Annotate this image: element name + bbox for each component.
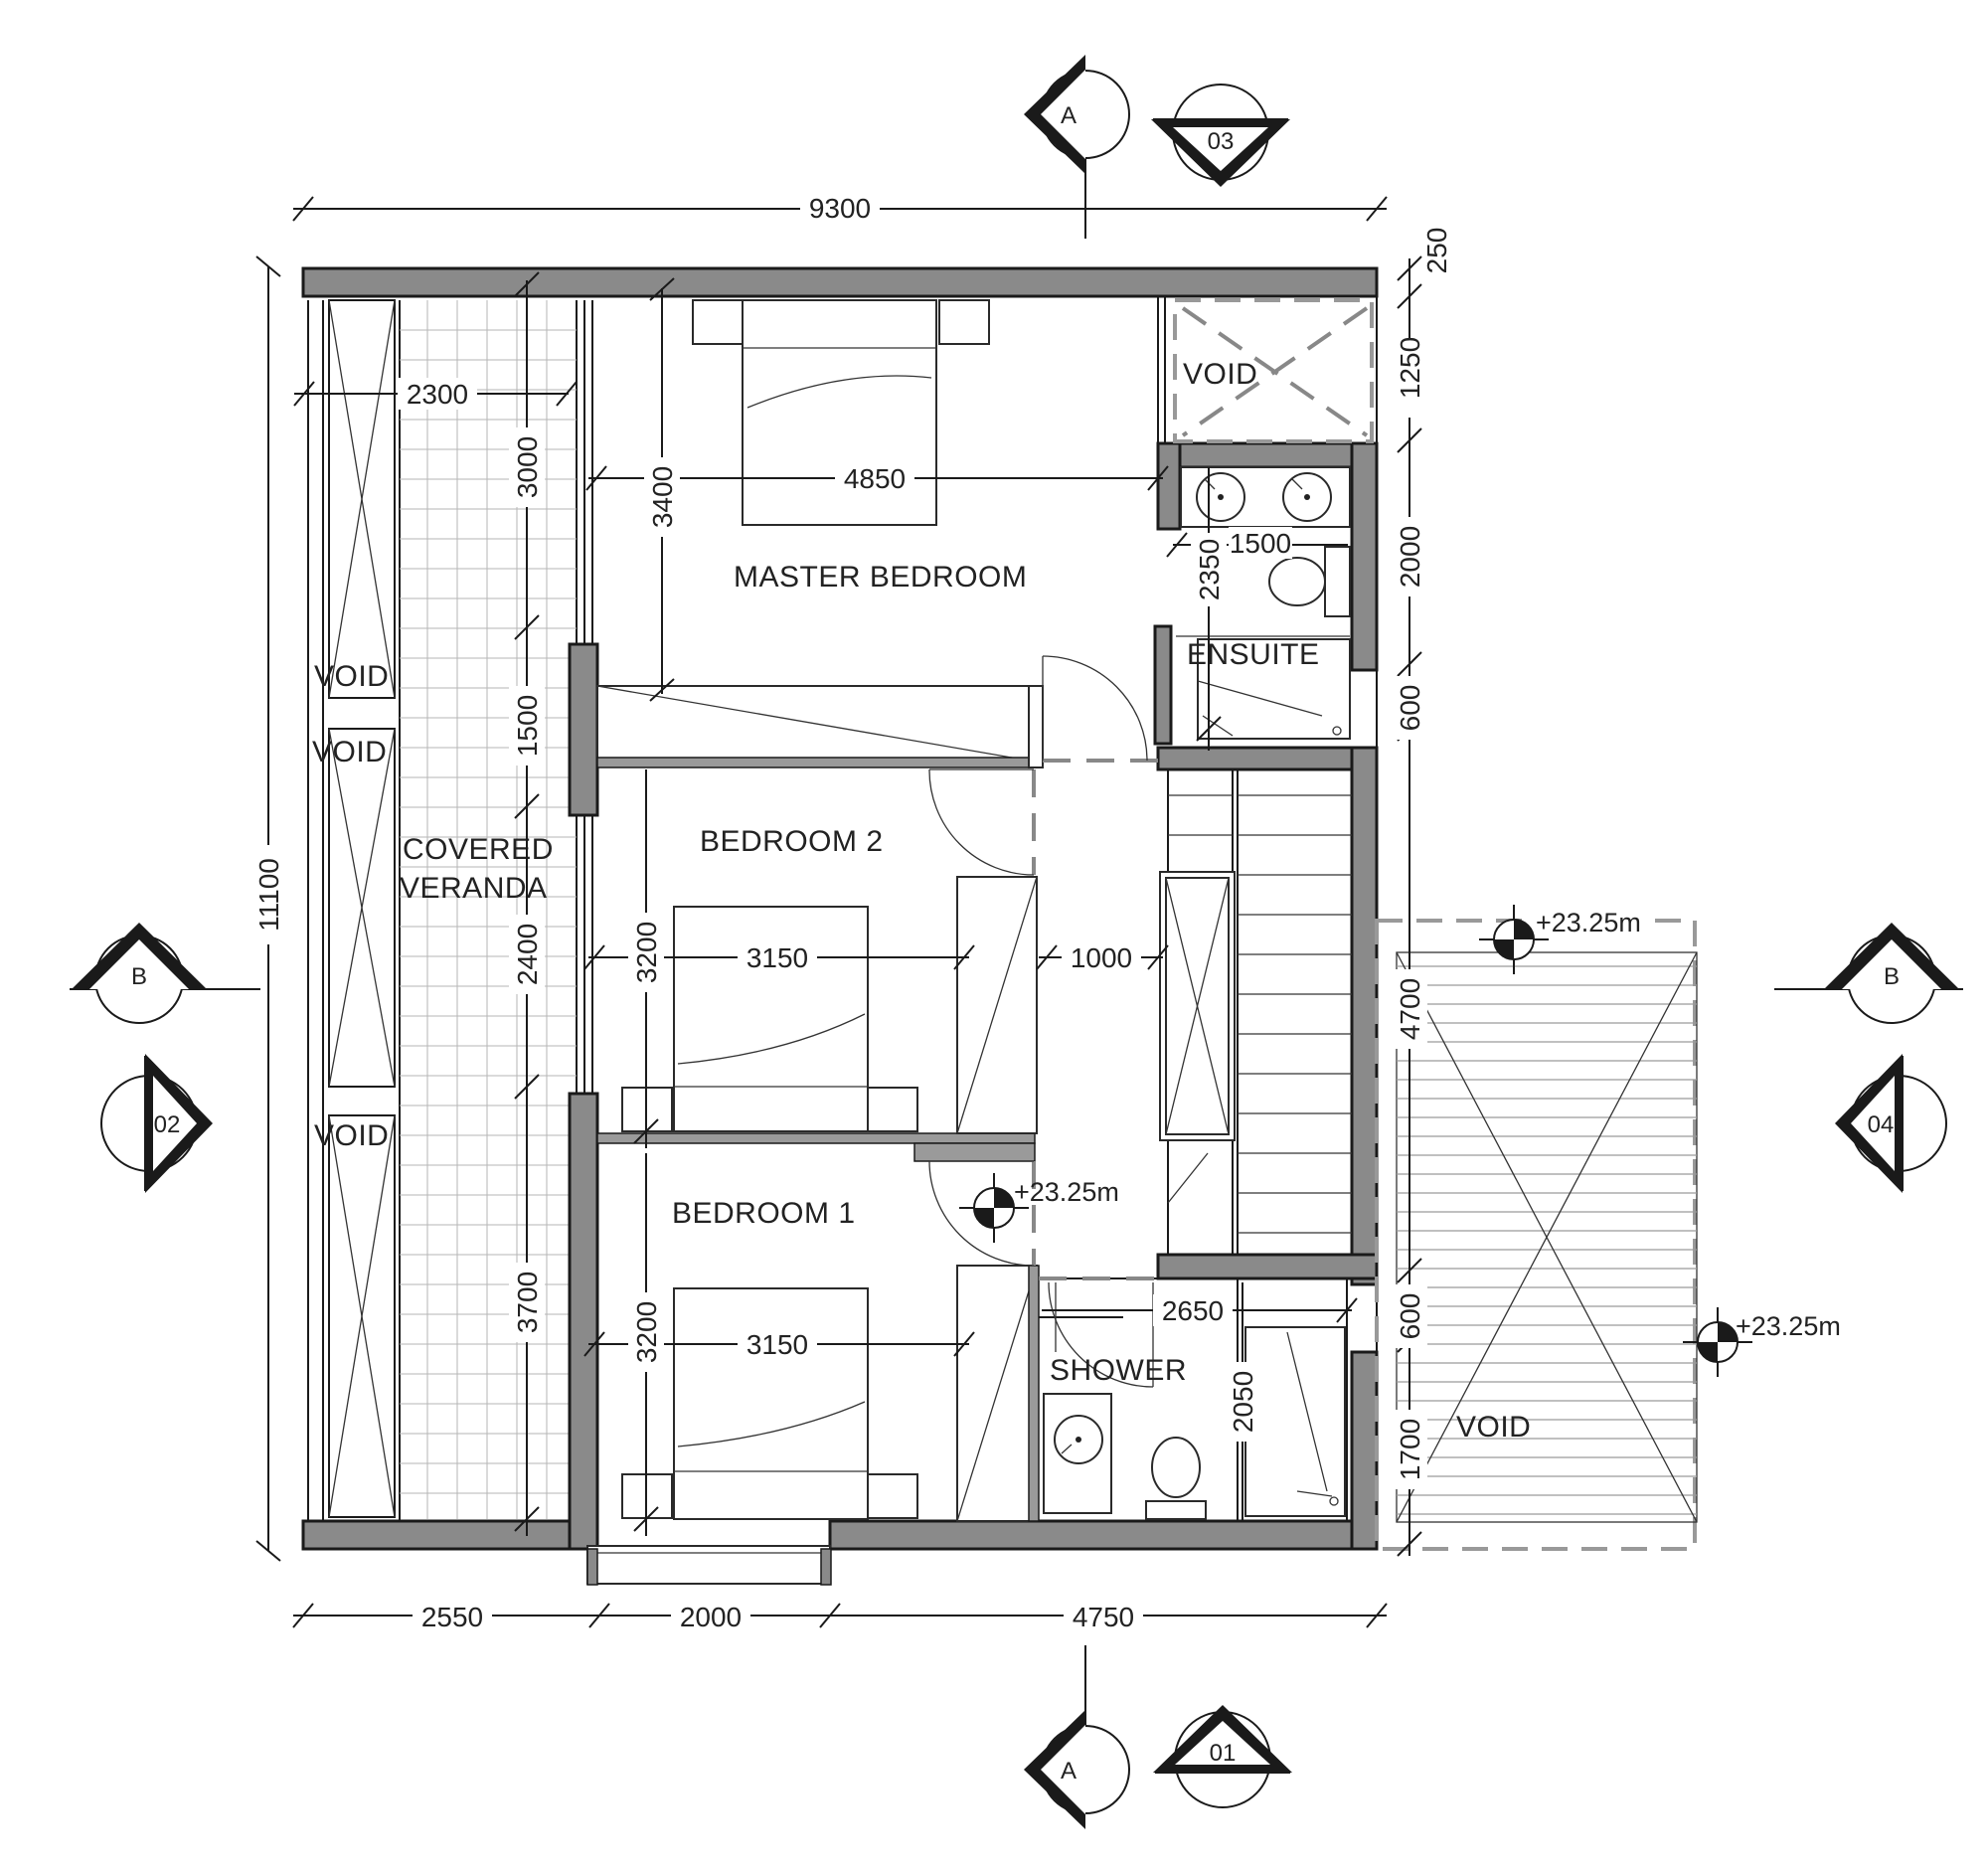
elevation-mark-left: 02 xyxy=(100,1054,213,1193)
dim-bedroom-1-width: 3150 xyxy=(746,1329,808,1360)
dim-bedroom-2-depth: 3200 xyxy=(631,922,662,983)
void-label-veranda-top: VOID xyxy=(314,660,389,693)
dimensions-external: 9300 11100 2550 2000 4750 250 1250 2000 … xyxy=(250,191,1452,1632)
walls xyxy=(301,266,1379,1551)
dim-right-5: 4700 xyxy=(1395,978,1425,1040)
bedroom-2-label: BEDROOM 2 xyxy=(700,825,884,858)
dim-corridor-width: 1000 xyxy=(1071,942,1132,973)
dim-shower-depth: 2050 xyxy=(1228,1371,1258,1433)
dim-veranda-v4: 3700 xyxy=(512,1272,543,1333)
dim-bottom-2: 2000 xyxy=(680,1602,742,1632)
shower-wall-right xyxy=(1350,1350,1379,1551)
veranda-strip: VOID VOID VOID COVERED VERANDA xyxy=(307,299,593,1521)
ensuite-wall-left xyxy=(1156,441,1182,531)
shower-tray xyxy=(1244,1326,1346,1517)
level-label-landing: +23.25m xyxy=(1014,1177,1119,1207)
dim-right-1: 250 xyxy=(1421,228,1452,274)
dim-veranda-v1: 3000 xyxy=(512,436,543,498)
dim-shower-width: 2650 xyxy=(1162,1295,1224,1326)
dim-veranda-width: 2300 xyxy=(407,379,468,410)
ensuite-label: ENSUITE xyxy=(1187,638,1320,671)
elevation-mark-top: 03 xyxy=(1151,84,1290,187)
section-mark-b-right: B xyxy=(1774,923,1963,1024)
elevation-label-top: 03 xyxy=(1208,128,1235,155)
ensuite-wall-right xyxy=(1350,441,1379,672)
dim-right-3: 2000 xyxy=(1395,526,1425,588)
veranda-paving-rows xyxy=(400,329,577,1494)
dim-bottom-3: 4750 xyxy=(1073,1602,1134,1632)
dim-veranda-v3: 2400 xyxy=(512,924,543,985)
dim-right-2: 1250 xyxy=(1395,337,1425,399)
dim-right-4: 600 xyxy=(1395,685,1425,732)
level-marker-void-top: +23.25m xyxy=(1479,905,1645,974)
stair-treads xyxy=(1168,794,1352,1234)
section-mark-b-left: B xyxy=(70,923,260,1024)
veranda-void-middle xyxy=(328,728,396,1088)
south-wall-right xyxy=(828,1519,1379,1551)
stair-wall-right xyxy=(1350,746,1379,1286)
section-label-a-bottom: A xyxy=(1061,1758,1077,1785)
shower-room-fixtures xyxy=(1043,1326,1346,1520)
elevation-mark-right: 04 xyxy=(1835,1054,1947,1193)
level-label-void-right: +23.25m xyxy=(1736,1311,1841,1341)
dim-right-6: 600 xyxy=(1395,1293,1425,1340)
level-marker-void-right: +23.25m xyxy=(1683,1307,1841,1377)
shower-label: SHOWER xyxy=(1050,1354,1187,1387)
section-label-a-top: A xyxy=(1061,102,1077,129)
dim-ensuite-width: 1500 xyxy=(1230,528,1291,559)
south-wall-left xyxy=(301,1519,589,1551)
veranda-void-top xyxy=(328,299,396,699)
void-label-top-right: VOID xyxy=(1183,358,1257,391)
dim-bottom-1: 2550 xyxy=(421,1602,483,1632)
elevation-label-right: 04 xyxy=(1868,1111,1895,1138)
section-mark-a-bottom: A xyxy=(1024,1645,1130,1829)
dim-ensuite-depth: 2350 xyxy=(1194,539,1225,600)
dim-right-7: 1700 xyxy=(1395,1419,1425,1480)
stair-wall-top xyxy=(1156,746,1379,771)
void-top-right: VOID xyxy=(1173,298,1374,443)
void-label-right: VOID xyxy=(1456,1411,1531,1444)
section-mark-a-top: A xyxy=(1024,55,1130,239)
covered-veranda-label-line1: COVERED xyxy=(403,833,554,866)
roof-hatch-lines xyxy=(1397,965,1697,1515)
doors xyxy=(586,655,1158,1586)
dim-veranda-v2: 1500 xyxy=(512,695,543,757)
bed-bedroom-1 xyxy=(621,1287,918,1520)
master-bedroom-label: MASTER BEDROOM xyxy=(734,561,1027,594)
north-wall xyxy=(301,266,1379,298)
section-label-b-right: B xyxy=(1884,963,1900,990)
dim-master-depth: 3400 xyxy=(647,466,678,528)
veranda-column-lower xyxy=(568,1092,599,1551)
ensuite-toilet xyxy=(1268,557,1326,606)
dim-top-total: 9300 xyxy=(809,193,871,224)
covered-veranda-label-line2: VERANDA xyxy=(400,872,548,905)
ensuite-wall-top xyxy=(1156,441,1379,469)
staircase xyxy=(1159,769,1352,1255)
ensuite-door-jamb xyxy=(1153,624,1173,746)
dim-bedroom-1-depth: 3200 xyxy=(631,1301,662,1363)
dim-bedroom-2-width: 3150 xyxy=(746,942,808,973)
stair-wall-bottom xyxy=(1156,1253,1379,1280)
void-label-veranda-middle: VOID xyxy=(312,736,387,768)
bedroom-1-label: BEDROOM 1 xyxy=(672,1197,856,1230)
veranda-void-bottom xyxy=(328,1114,396,1518)
level-marker-landing: +23.25m xyxy=(959,1173,1119,1243)
elevation-label-bottom: 01 xyxy=(1210,1740,1237,1767)
level-label-void-top: +23.25m xyxy=(1536,908,1641,937)
shower-toilet xyxy=(1151,1437,1201,1498)
section-label-b-left: B xyxy=(131,963,147,990)
void-label-veranda-bottom: VOID xyxy=(314,1119,389,1152)
veranda-column-upper xyxy=(568,642,599,817)
ensuite-shower-tray xyxy=(1197,638,1351,740)
elevation-mark-bottom: 01 xyxy=(1153,1705,1292,1808)
dim-left-total: 11100 xyxy=(253,858,284,932)
partitions xyxy=(596,685,1352,1522)
dimensions-internal: 2300 3000 1500 2400 3700 4850 3400 1500 … xyxy=(293,271,1358,1536)
bed-bedroom-2 xyxy=(621,906,918,1132)
dim-master-width: 4850 xyxy=(844,463,906,494)
elevation-label-left: 02 xyxy=(154,1111,181,1138)
